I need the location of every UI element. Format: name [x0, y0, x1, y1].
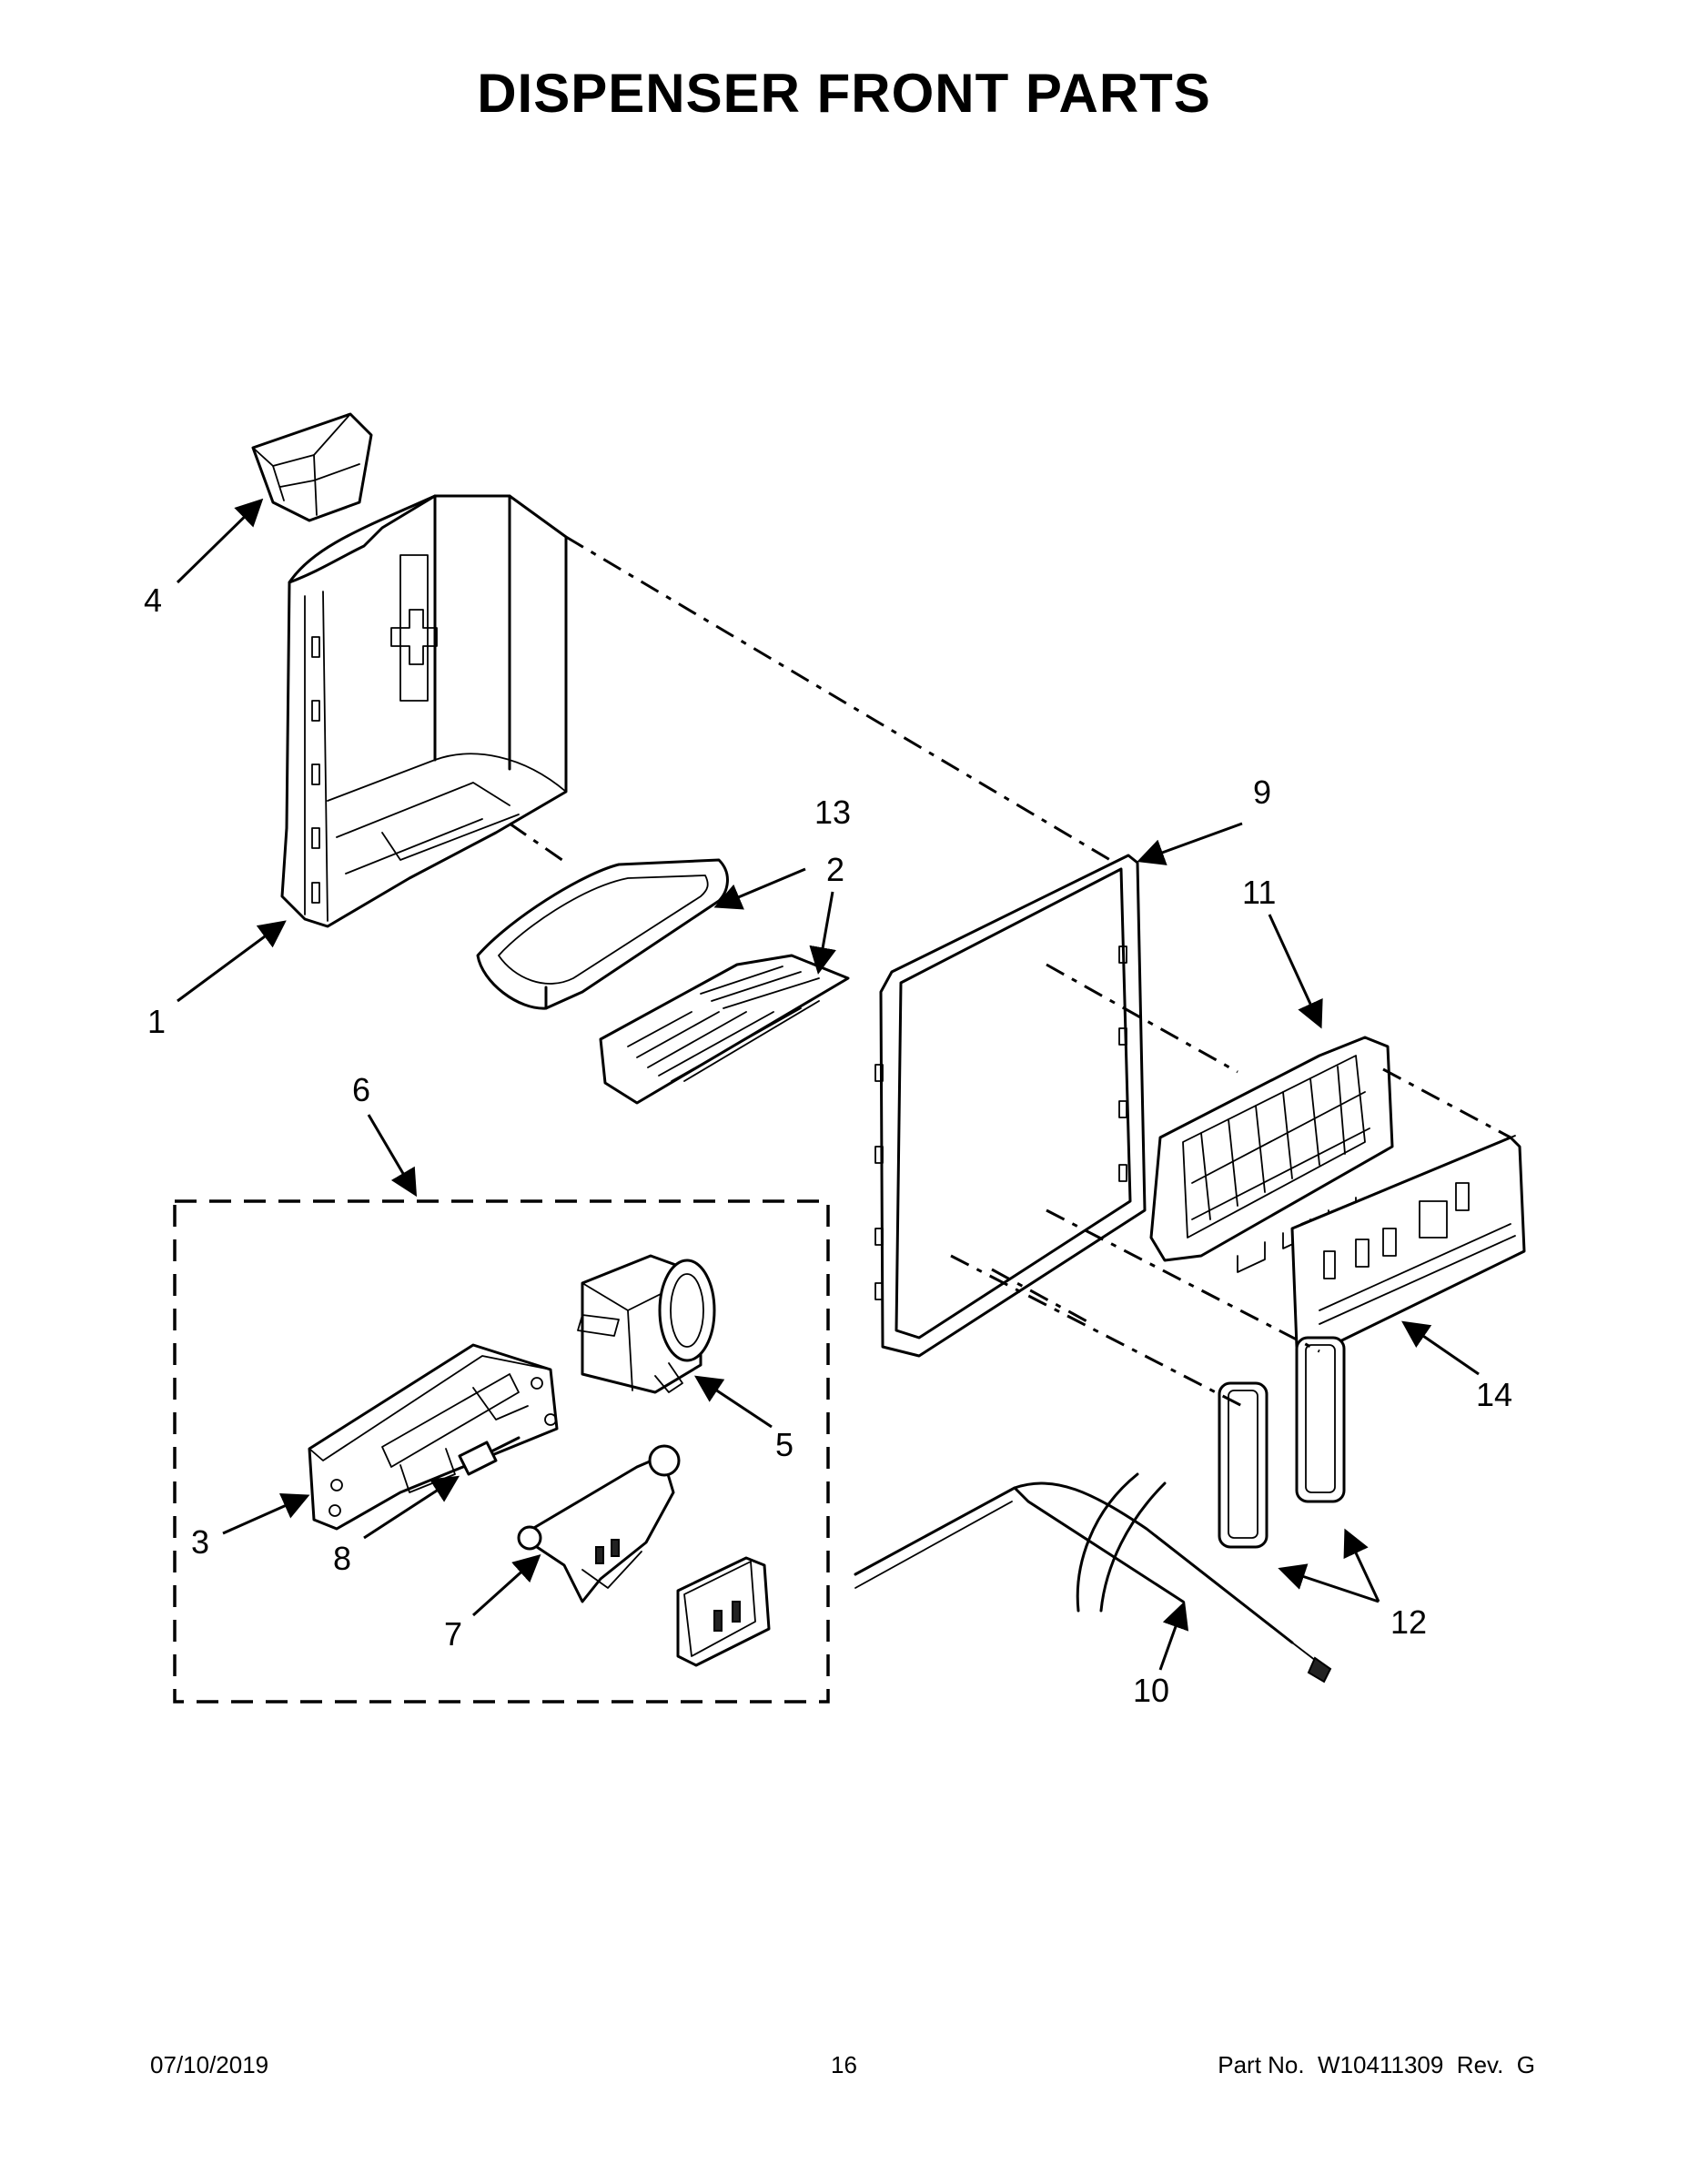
- footer-page-number: 16: [831, 2051, 857, 2078]
- part-7-actuator: [517, 1444, 681, 1603]
- callout-leaders: [176, 498, 1480, 1671]
- part-9-dispenser-frame: [874, 854, 1147, 1358]
- part-4-ice-bucket-cap: [251, 412, 373, 522]
- part-12-dispenser-pads: [1218, 1336, 1346, 1549]
- callout-5: 5: [775, 1426, 793, 1463]
- footer-date: 07/10/2019: [150, 2051, 269, 2078]
- dispenser-pad-insert: [676, 1556, 771, 1667]
- callout-6: 6: [352, 1071, 370, 1108]
- callout-9: 9: [1253, 774, 1271, 811]
- callout-1: 1: [147, 1003, 166, 1040]
- part-10-water-tube: [854, 1472, 1332, 1684]
- callout-3: 3: [191, 1523, 209, 1561]
- part-6-kit-boundary: [173, 1199, 830, 1704]
- page-title: DISPENSER FRONT PARTS: [477, 63, 1211, 124]
- callout-7: 7: [444, 1615, 462, 1653]
- callout-13: 13: [814, 794, 851, 831]
- part-14-control-panel-overlay: [1290, 1135, 1526, 1353]
- callout-12: 12: [1390, 1603, 1427, 1641]
- part-13-drip-tray-frame: [476, 858, 729, 1010]
- part-8-screw: [458, 1436, 521, 1476]
- part-3-dispenser-bracket: [308, 1343, 559, 1531]
- callout-14: 14: [1476, 1376, 1512, 1413]
- callout-10: 10: [1133, 1672, 1169, 1709]
- part-2-drip-tray-grille: [599, 954, 850, 1105]
- part-5-motor: [577, 1254, 716, 1394]
- part-11-control-housing: [1149, 1036, 1394, 1273]
- callout-11: 11: [1242, 874, 1276, 911]
- callout-2: 2: [826, 851, 844, 888]
- callout-4: 4: [144, 581, 162, 619]
- part-1-dispenser-housing: [280, 494, 568, 928]
- footer-part-number: Part No. W10411309 Rev. G: [1218, 2051, 1535, 2078]
- assembly-guide-lines: [509, 535, 1511, 1408]
- callout-8: 8: [333, 1540, 351, 1577]
